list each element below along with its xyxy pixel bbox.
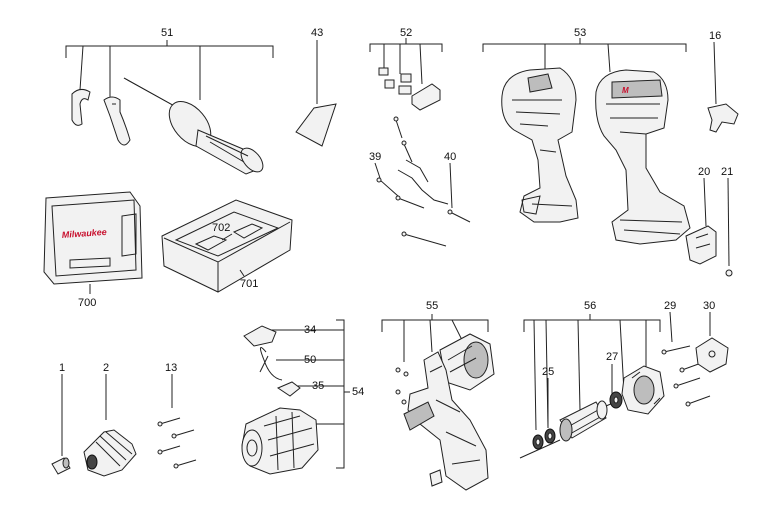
- label-700: 700: [78, 297, 97, 309]
- screws-29: [661, 345, 711, 407]
- gearbox-part: [241, 407, 319, 475]
- label-702: 702: [212, 222, 231, 234]
- switch-assembly-part: [403, 351, 489, 491]
- housing-half-left-part: [501, 67, 579, 223]
- label-35: 35: [312, 380, 325, 392]
- label-39: 39: [369, 151, 382, 163]
- label-25: 25: [542, 366, 555, 378]
- screw-set-39: [376, 116, 449, 209]
- bracket-52: [369, 38, 443, 85]
- svg-text:Milwaukee: Milwaukee: [61, 227, 107, 240]
- label-20: 20: [698, 166, 711, 178]
- cover-plate-30: [695, 337, 729, 373]
- housing-half-right-part: M: [595, 69, 691, 245]
- bracket-56: [523, 314, 661, 431]
- clip-parts-52: [378, 67, 441, 111]
- svg-text:M: M: [622, 86, 629, 95]
- label-43: 43: [311, 27, 324, 39]
- side-handle-clamp-part: [71, 88, 91, 126]
- bearings-25: [532, 428, 556, 450]
- label-701: 701: [240, 278, 259, 290]
- label-53: 53: [574, 27, 587, 39]
- side-handle-part: [123, 77, 264, 175]
- keyless-chuck-2: [83, 429, 137, 477]
- clip-35-part: [276, 381, 301, 397]
- label-1: 1: [59, 362, 66, 374]
- chuck-screw-1: [51, 457, 71, 475]
- screw-21-part: [725, 269, 733, 277]
- label-13: 13: [165, 362, 178, 374]
- label-27: 27: [606, 351, 619, 363]
- label-52: 52: [400, 27, 413, 39]
- label-40: 40: [444, 151, 457, 163]
- label-34: 34: [304, 324, 317, 336]
- screw-set-40: [401, 209, 471, 247]
- label-54: 54: [352, 386, 365, 398]
- case-701-part: [161, 199, 293, 293]
- bracket-55: [381, 314, 489, 362]
- label-29: 29: [664, 300, 677, 312]
- screws-13: [157, 417, 197, 469]
- bracket-51: [65, 40, 274, 100]
- label-55: 55: [426, 300, 439, 312]
- label-56: 56: [584, 300, 597, 312]
- fan-plate-part: [621, 365, 665, 415]
- rotor-part: [519, 399, 621, 459]
- stator-part: [439, 333, 495, 391]
- bracket-53: [482, 38, 687, 73]
- spring-50-part: [259, 347, 283, 381]
- label-2: 2: [103, 362, 110, 374]
- bearing-27: [609, 391, 623, 409]
- carry-case-700-part: Milwaukee: [43, 191, 143, 285]
- label-50: 50: [304, 354, 317, 366]
- side-handle-clamp-band-part: [103, 96, 131, 146]
- lever-16-part: [707, 103, 739, 133]
- insert-43-part: [295, 103, 337, 147]
- cover-20-part: [685, 225, 717, 265]
- label-21: 21: [721, 166, 734, 178]
- label-16: 16: [709, 30, 722, 42]
- small-screws-55: [395, 367, 443, 487]
- label-51: 51: [161, 27, 174, 39]
- label-30: 30: [703, 300, 716, 312]
- clip-34-part: [243, 325, 277, 347]
